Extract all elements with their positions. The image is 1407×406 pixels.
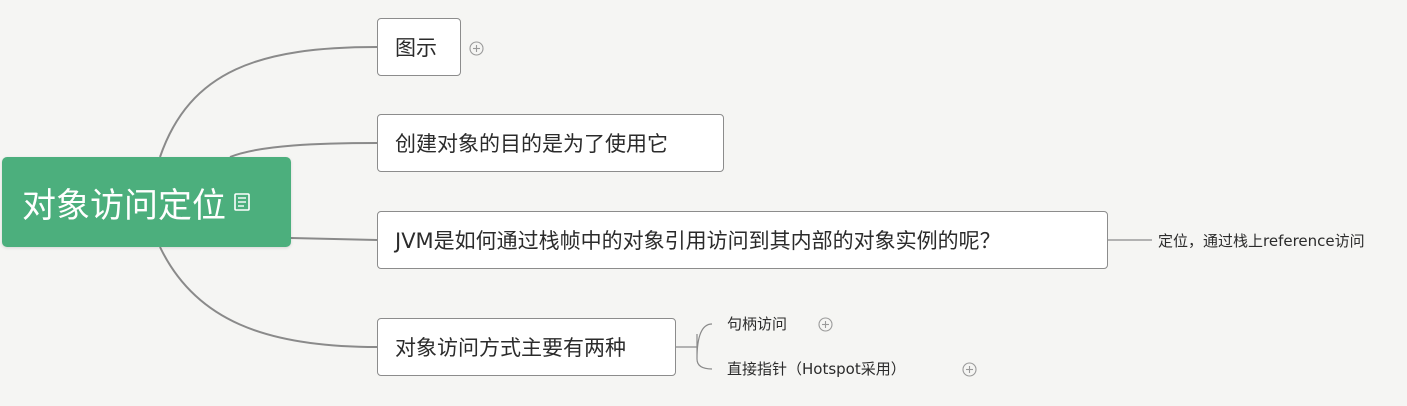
subtopic-reference-access[interactable]: 定位，通过栈上reference访问 [1158, 232, 1365, 250]
subtopic-label: 定位，通过栈上reference访问 [1158, 232, 1365, 250]
topic-access-methods[interactable]: 对象访问方式主要有两种 [377, 318, 676, 376]
topic-purpose[interactable]: 创建对象的目的是为了使用它 [377, 114, 724, 172]
subtopic-handle-access[interactable]: 句柄访问 [727, 315, 787, 333]
root-topic[interactable]: 对象访问定位 [2, 157, 291, 247]
topic-label: JVM是如何通过栈帧中的对象引用访问到其内部的对象实例的呢？ [395, 229, 1001, 253]
connector-root-to-topic-3 [159, 246, 378, 348]
subtopic-label: 直接指针（Hotspot采用） [727, 360, 906, 378]
connector-topic-3-bracket [676, 323, 713, 370]
subtopic-label: 句柄访问 [727, 315, 788, 333]
topic-label: 对象访问方式主要有两种 [395, 336, 626, 360]
note-icon[interactable] [234, 193, 250, 211]
topic-jvm-question[interactable]: JVM是如何通过栈帧中的对象引用访问到其内部的对象实例的呢？ [377, 211, 1108, 269]
expand-plus-icon[interactable] [469, 41, 484, 56]
expand-plus-icon[interactable] [962, 362, 977, 377]
root-topic-label: 对象访问定位 [22, 185, 226, 226]
connector-root-to-topic-1 [229, 142, 378, 158]
connector-root-to-topic-2 [290, 237, 378, 241]
topic-label: 图示 [395, 36, 437, 60]
subtopic-direct-pointer[interactable]: 直接指针（Hotspot采用） [727, 360, 906, 378]
expand-plus-icon[interactable] [818, 317, 833, 332]
topic-label: 创建对象的目的是为了使用它 [395, 132, 668, 156]
topic-diagram[interactable]: 图示 [377, 18, 461, 76]
connector-root-to-topic-0 [159, 46, 378, 158]
